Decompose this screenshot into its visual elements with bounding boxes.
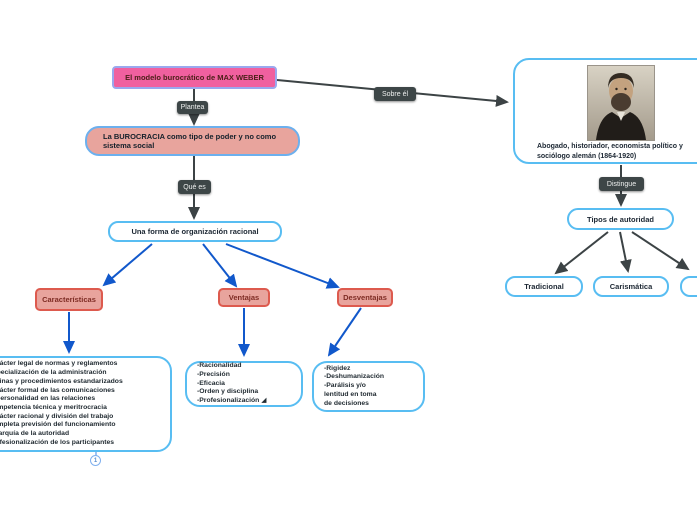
list-item: -Racionalidad bbox=[197, 362, 242, 370]
node-tipos-autoridad[interactable]: Tipos de autoridad bbox=[567, 208, 674, 230]
list-item: -Eficacia bbox=[197, 379, 225, 387]
list-item: -Carácter racional y división del trabaj… bbox=[0, 412, 114, 420]
node-ventajas[interactable]: Ventajas bbox=[218, 288, 270, 307]
list-item: -Rigidez bbox=[324, 364, 351, 372]
connector-forma-desventajas bbox=[225, 243, 340, 289]
expand-badge[interactable]: 1 bbox=[90, 455, 101, 466]
list-item: lentitud en toma bbox=[324, 390, 377, 398]
list-item: -Carácter formal de las comunicaciones bbox=[0, 386, 115, 394]
node-legal[interactable]: Legal bbox=[680, 276, 697, 297]
list-item: -Parálisis y/o bbox=[324, 382, 366, 390]
connector-tipos-tradicional bbox=[554, 231, 609, 275]
list-item: -Precisión bbox=[197, 370, 230, 378]
list-item: -Orden y disciplina bbox=[197, 388, 259, 396]
node-tradicional[interactable]: Tradicional bbox=[505, 276, 583, 297]
node-carismatica[interactable]: Carismática bbox=[593, 276, 669, 297]
connector-tipos-carismatica bbox=[619, 231, 632, 273]
connector-label-sobre-el[interactable]: Sobre él bbox=[374, 87, 416, 101]
list-ventajas[interactable]: -Racionalidad -Precisión -Eficacia -Orde… bbox=[185, 361, 303, 407]
list-item: de decisiones bbox=[324, 399, 369, 407]
node-desventajas[interactable]: Desventajas bbox=[337, 288, 393, 307]
list-item: -Jerarquía de la autoridad bbox=[0, 430, 70, 438]
list-desventajas[interactable]: -Rigidez -Deshumanización -Parálisis y/o… bbox=[312, 361, 425, 412]
node-burocracia[interactable]: La BUROCRACIA como tipo de poder y no co… bbox=[85, 126, 300, 156]
node-burocracia-label: La BUROCRACIA como tipo de poder y no co… bbox=[103, 131, 277, 151]
connector-desventajas-list bbox=[327, 307, 362, 357]
list-item: -Profesionalización de los participantes bbox=[0, 438, 115, 446]
node-weber[interactable]: Abogado, historiador, economista polític… bbox=[513, 58, 697, 164]
list-item: -Deshumanización bbox=[324, 373, 385, 381]
list-item: -Competencia técnica y meritrocracia bbox=[0, 404, 107, 411]
connector-tipos-legal bbox=[631, 231, 690, 271]
max-weber-portrait-icon bbox=[587, 65, 655, 141]
weber-caption-line2: sociólogo alemán (1864-1920) bbox=[537, 152, 637, 160]
node-forma-racional[interactable]: Una forma de organización racional bbox=[108, 221, 282, 242]
list-item: -Completa previsión del funcionamiento bbox=[0, 421, 116, 429]
weber-caption-line1: Abogado, historiador, economista polític… bbox=[537, 143, 683, 150]
weber-caption: Abogado, historiador, economista polític… bbox=[537, 142, 683, 161]
root-node[interactable]: El modelo burocrático de MAX WEBER bbox=[112, 66, 277, 89]
list-item: -Rutinas y procedimientos estandarizados bbox=[0, 377, 123, 385]
node-forma-racional-label: Una forma de organización racional bbox=[131, 227, 259, 236]
list-item: -Impersonalidad en las relaciones bbox=[0, 395, 96, 403]
root-node-label: El modelo burocrático de MAX WEBER bbox=[125, 73, 264, 82]
node-caracteristicas[interactable]: Características bbox=[35, 288, 103, 311]
connector-label-plantea[interactable]: Plantea bbox=[177, 101, 208, 114]
list-item: -Profesionalización ◢ bbox=[197, 397, 267, 405]
connector-forma-ventajas bbox=[202, 243, 238, 288]
list-caracteristicas[interactable]: -Carácter legal de normas y reglamentos … bbox=[0, 356, 172, 452]
connector-label-que-es[interactable]: Qué es bbox=[178, 180, 211, 194]
connector-label-distingue[interactable]: Distingue bbox=[599, 177, 644, 191]
list-item: -Especialización de la administración bbox=[0, 369, 107, 377]
connector-forma-caracteristicas bbox=[102, 243, 153, 287]
list-item: -Carácter legal de normas y reglamentos bbox=[0, 360, 118, 368]
